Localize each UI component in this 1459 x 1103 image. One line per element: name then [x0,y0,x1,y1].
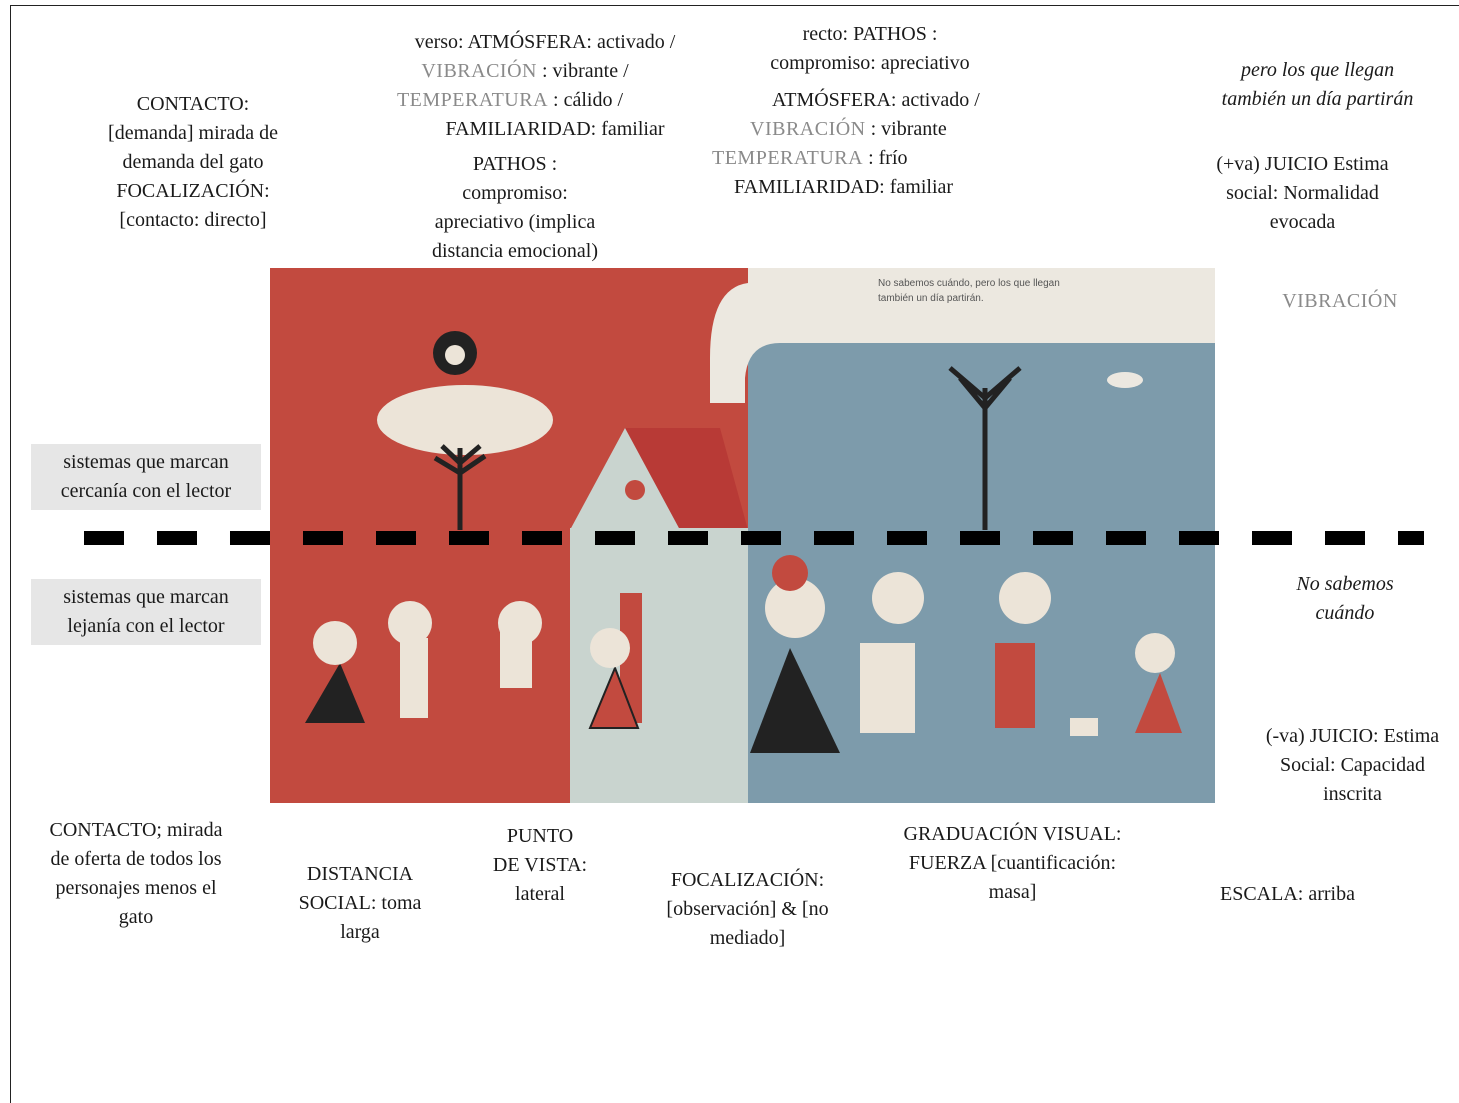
tree-cloud [377,385,553,455]
vibracion-label: VIBRACIÓN [1282,290,1398,312]
right-tree [948,366,1022,530]
left-tree-trunk [433,444,487,530]
house-door [620,593,642,723]
book-text-line2: también un día partirán. [878,293,984,304]
chimney-smoke [710,268,1215,403]
characters-left [305,601,640,729]
divider-dashed-line [84,531,1424,545]
book-text-line1: No sabemos cuándo, pero los que llegan [878,278,1060,289]
recto-atmosfera-annotation: ATMÓSFERA: activado / VIBRACIÓN : vibran… [712,89,980,198]
characters-right [750,555,1182,753]
house-wall [570,528,748,803]
bird [1107,372,1143,388]
figure-frame [10,5,1459,1103]
house-window [625,480,645,500]
verso-pathos-annotation: PATHOS :compromiso: apreciativo (implica… [431,153,599,262]
recto-annotation: recto: PATHOS :compromiso: apreciativo [770,23,970,74]
graduacion-visual-annotation: GRADUACIÓN VISUAL:FUERZA [cuantificación… [903,823,1122,903]
escala-annotation: ESCALA: arriba [1220,883,1355,905]
verso-annotation: verso: ATMÓSFERA: activado / VIBRACIÓN :… [396,31,676,140]
